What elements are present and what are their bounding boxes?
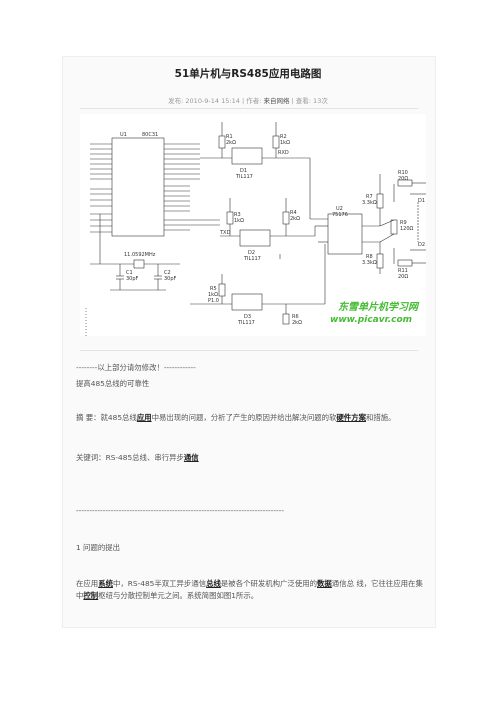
r4-value: 2kΩ [290, 216, 300, 222]
section-heading-1: 1 问题的提出 [76, 543, 121, 552]
r7-value: 3.3kΩ [362, 200, 377, 206]
resistor-r3 [226, 211, 234, 225]
resistor-r1 [218, 135, 226, 149]
link-hardware-solution[interactable]: 硬件方案 [336, 413, 366, 422]
u1-name: 80C31 [142, 132, 158, 138]
r5-value: 1kΩ [208, 292, 218, 298]
c2-label: C2 [164, 270, 171, 276]
r8-label: R8 [366, 254, 373, 260]
u1-left-pins [90, 143, 112, 233]
rxd-label: RXD [278, 150, 289, 156]
link-data[interactable]: 数据 [317, 579, 332, 588]
r1-value: 2kΩ [226, 140, 236, 146]
keywords-line: 关键词：RS-485总线、串行异步通信 [76, 453, 199, 462]
crystal-label: 11.0592MHz [124, 252, 156, 258]
r2-value: 1kΩ [280, 140, 290, 146]
link-system[interactable]: 系统 [98, 579, 113, 588]
r5-label: R5 [210, 286, 217, 292]
r8-value: 3.3kΩ [362, 260, 377, 266]
resistor-r5 [218, 283, 226, 297]
resistor-r7 [376, 193, 384, 209]
article-meta: 发布: 2010-9-14 15:14 | 作者: 来自网络 | 查看: 13次 [62, 95, 434, 105]
circuit-schematic: U1 80C31 11.0592MHz C1 30pF C2 30pF R1 2… [80, 114, 426, 336]
link-bus[interactable]: 总线 [206, 579, 221, 588]
watermark-cn: 东雪单片机学习网 [338, 301, 420, 313]
author-label: | 作者: [241, 97, 262, 105]
resistor-r6 [282, 313, 290, 325]
chip-u1 [111, 137, 165, 237]
notice-line: --------以上部分请勿修改！------------ [76, 363, 196, 372]
r3-label: R3 [234, 212, 241, 218]
resistor-r8 [376, 253, 384, 269]
crystal [133, 259, 145, 269]
watermark-url: www.picavr.com [330, 315, 412, 325]
r9-value: 120Ω [400, 226, 414, 232]
r2-label: R2 [280, 134, 287, 140]
optocoupler-d2 [239, 229, 271, 247]
chip-u2 [327, 213, 363, 255]
d3-label: D3 [244, 314, 251, 320]
d1-name: TIL117 [235, 174, 253, 180]
optocoupler-d1 [231, 147, 263, 165]
link-communication[interactable]: 通信 [183, 453, 199, 462]
d3-name: TIL117 [237, 320, 255, 326]
r11-value: 20Ω [398, 274, 408, 280]
c2-value: 30pF [164, 276, 177, 282]
r3-value: 1kΩ [234, 218, 244, 224]
author-name[interactable]: 来自网络 [263, 97, 290, 105]
r6-label: R6 [292, 314, 299, 320]
r4-label: R4 [290, 210, 297, 216]
r7-label: R7 [366, 194, 373, 200]
optocoupler-d3 [231, 293, 263, 311]
output-d1: D1 [418, 198, 425, 204]
link-control[interactable]: 控制 [83, 591, 99, 600]
d2-label: D2 [248, 250, 255, 256]
r1-label: R1 [226, 134, 233, 140]
abstract-paragraph: 摘 要：就485总线应用中易出现的问题，分析了产生的原因并给出解决问题的软硬件方… [76, 413, 396, 422]
schematic-divider [80, 350, 418, 351]
c1-value: 30pF [126, 276, 139, 282]
resistor-r2 [272, 135, 280, 149]
link-application[interactable]: 应用 [136, 413, 152, 422]
resistor-r4 [282, 211, 290, 225]
p10-label: P1.0 [208, 298, 219, 304]
r6-value: 2kΩ [292, 320, 302, 326]
section-divider: ----------------------------------------… [76, 506, 285, 515]
article-title: 51单片机与RS485应用电路图 [174, 68, 322, 80]
c1-label: C1 [126, 270, 133, 276]
u2-label: U2 [336, 206, 343, 212]
r11-label: R11 [398, 268, 408, 274]
resistor-r9 [390, 219, 398, 235]
txd-label: TXD [219, 230, 230, 236]
u2-name: 75176 [332, 212, 348, 218]
r10-value: 20Ω [398, 176, 408, 182]
d1-label: D1 [240, 168, 247, 174]
publish-date: 发布: 2010-9-14 15:14 [168, 97, 240, 105]
intro-paragraph: 在应用系统中，RS-485半双工异步通信总线是被各个研发机构广泛使用的数据通信总… [76, 579, 423, 600]
view-count: | 查看: 13次 [291, 97, 328, 105]
resistor-r11 [397, 259, 413, 267]
u1-label: U1 [120, 132, 127, 138]
meta-divider [80, 108, 418, 109]
r10-label: R10 [398, 170, 408, 176]
d2-name: TIL117 [243, 256, 261, 262]
output-d2: D2 [418, 242, 425, 248]
r9-label: R9 [400, 220, 407, 226]
article-heading: 提高485总线的可靠性 [76, 379, 150, 388]
u1-right-pins [164, 143, 220, 231]
